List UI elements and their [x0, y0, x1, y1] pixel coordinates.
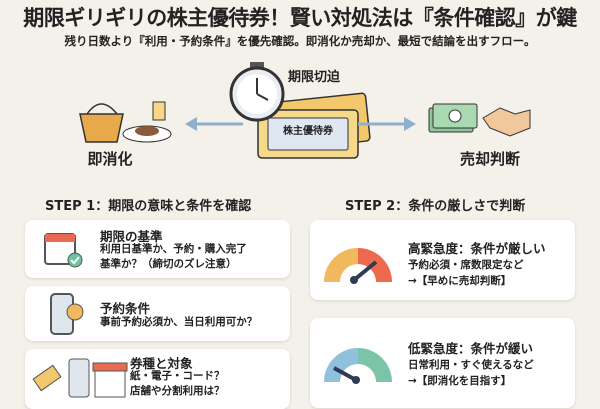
- gauge-low-icon: [324, 348, 392, 384]
- ticket-phone-shop-icon: [32, 358, 128, 398]
- arrow-left-icon: [185, 117, 243, 131]
- card-line: 紙・電子・コード？: [130, 370, 225, 382]
- card-line: 店舗や分割利用は？: [130, 385, 225, 397]
- stopwatch-tickets-illustration: [229, 62, 371, 159]
- card-title: 期限の基準: [100, 229, 163, 244]
- sell-decision-label: 売却判断: [459, 150, 520, 168]
- card-deadline-basis: 期限の基準 利用日基準か、予約・購入完了 基準か？（締切のズレ注意）: [25, 220, 290, 278]
- card-reservation: 予約条件 事前予約必須か、当日利用可か？: [25, 286, 290, 341]
- card-title: 予約条件: [100, 301, 151, 316]
- card-title: 券種と対象: [130, 356, 193, 371]
- arrow-right-icon: [358, 117, 416, 131]
- card-ticket-type: 券種と対象 紙・電子・コード？ 店舗や分割利用は？: [25, 349, 290, 409]
- calendar-check-icon: [44, 233, 83, 268]
- ticket-text: 株主優待券: [283, 126, 333, 137]
- gauge-high-icon: [324, 248, 392, 284]
- step1-header: STEP 1：期限の意味と条件を確認: [45, 199, 252, 214]
- card-line: 予約必須・席数限定など: [408, 259, 524, 271]
- page-subtitle: 残り日数より『利用・予約条件』を優先確認。即消化か売却か、最短で結論を出すフロー…: [64, 34, 536, 48]
- card-line: →【早めに売却判断】: [408, 275, 512, 287]
- card-low-urgency: 低緊急度：条件が緩い 日常利用・すぐ使えるなど →【即消化を目指す】: [310, 318, 575, 408]
- card-line: 事前予約必須か、当日利用可か？: [100, 316, 258, 328]
- stopwatch-icon: [229, 62, 285, 122]
- card-line: 基準か？（締切のズレ注意）: [100, 258, 237, 270]
- phone-calendar-icon: [50, 293, 84, 335]
- card-line: 日常利用・すぐ使えるなど: [408, 359, 534, 371]
- instant-use-label: 即消化: [87, 150, 133, 168]
- card-title: 低緊急度：条件が緩い: [408, 341, 534, 356]
- card-line: →【即消化を目指す】: [408, 375, 512, 387]
- card-line: 利用日基準か、予約・購入完了: [100, 243, 247, 255]
- basket-meal-icon: [79, 101, 172, 143]
- step2-header: STEP 2：条件の厳しさで判断: [345, 199, 526, 214]
- cash-handshake-icon: [428, 103, 531, 137]
- card-high-urgency: 高緊急度：条件が厳しい 予約必須・席数限定など →【早めに売却判断】: [310, 220, 575, 300]
- ticket-icon: [257, 92, 371, 159]
- deadline-label: 期限切迫: [288, 70, 341, 85]
- page-title: 期限ギリギリの株主優待券！賢い対処法は『条件確認』が鍵: [23, 6, 577, 30]
- card-title: 高緊急度：条件が厳しい: [408, 241, 546, 256]
